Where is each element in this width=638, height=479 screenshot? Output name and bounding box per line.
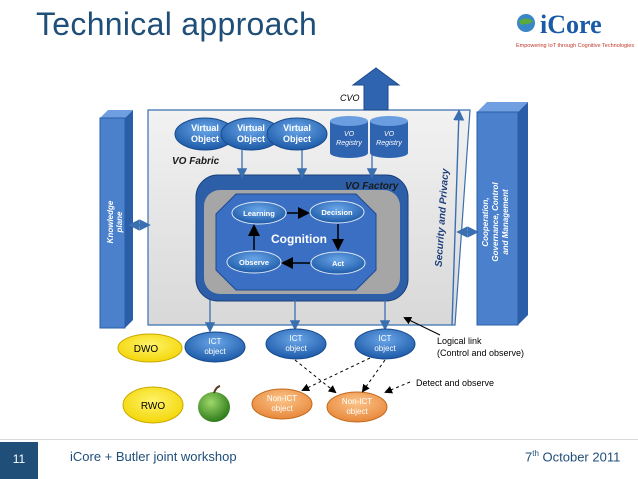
virtual-object-3 bbox=[266, 117, 328, 151]
decision-node bbox=[309, 200, 365, 224]
vo-registry-1-line1: VO bbox=[344, 131, 355, 138]
date-suffix: th bbox=[532, 449, 539, 458]
icore-logo bbox=[515, 12, 633, 52]
vo-factory-label: VO Factory bbox=[345, 181, 399, 192]
vo-registry-2 bbox=[370, 116, 408, 158]
rwo-label: RWO bbox=[141, 401, 165, 412]
slide-title: Technical approach bbox=[36, 6, 318, 42]
act-label: Act bbox=[332, 259, 345, 268]
observe-label: Observe bbox=[239, 258, 269, 267]
non-ict-object-1 bbox=[251, 388, 313, 420]
non-ict-object-1-line1: Non-ICT bbox=[267, 394, 297, 403]
cvo-label: CVO bbox=[340, 93, 360, 103]
act-node bbox=[310, 251, 366, 275]
ict-object-3-line2: object bbox=[374, 344, 396, 353]
cooperation-line1: Cooperation, bbox=[481, 197, 490, 246]
non-ict-object-2-line2: object bbox=[346, 407, 368, 416]
vo-registry-1 bbox=[330, 116, 368, 158]
virtual-object-3-line1: Virtual bbox=[283, 123, 311, 133]
logical-link-line1: Logical link bbox=[437, 336, 482, 346]
non-ict-object-2 bbox=[326, 391, 388, 423]
date-day: 7 bbox=[525, 449, 533, 465]
logo-wordmark: iCore bbox=[540, 10, 602, 40]
dwo-shape bbox=[117, 333, 183, 363]
ict-object-3 bbox=[354, 328, 416, 360]
non-ict-object-1-line2: object bbox=[271, 404, 293, 413]
cooperation-box bbox=[476, 102, 528, 326]
apple-icon bbox=[198, 385, 230, 422]
ict-object-3-line1: ICT bbox=[379, 334, 392, 343]
learning-label: Learning bbox=[243, 209, 275, 218]
ict-object-1-line2: object bbox=[204, 347, 226, 356]
cognition-label: Cognition bbox=[271, 232, 327, 246]
virtual-object-3-line2: Object bbox=[283, 134, 311, 144]
virtual-object-1-line1: Virtual bbox=[191, 123, 219, 133]
knowledge-plane-box bbox=[99, 110, 133, 329]
vo-registry-1-line2: Registry bbox=[336, 140, 362, 147]
vo-registry-2-line2: Registry bbox=[376, 140, 402, 147]
vo-registry-2-line1: VO bbox=[384, 131, 395, 138]
virtual-object-2-line2: Object bbox=[237, 134, 265, 144]
virtual-object-1-line2: Object bbox=[191, 134, 219, 144]
virtual-object-2-line1: Virtual bbox=[237, 123, 265, 133]
logical-link-line2: (Control and observe) bbox=[437, 348, 524, 358]
cooperation-line3: and Management bbox=[501, 189, 510, 255]
ict-object-2-line1: ICT bbox=[290, 334, 303, 343]
knowledge-plane-line2: plane bbox=[115, 211, 124, 233]
footer-event: iCore + Butler joint workshop bbox=[70, 449, 237, 464]
footer-date: 7th October 2011 bbox=[525, 449, 620, 464]
decision-label: Decision bbox=[321, 208, 353, 217]
ict-object-2 bbox=[265, 328, 327, 360]
logo-brand-i: i bbox=[540, 10, 548, 39]
logo-tagline: Empowering IoT through Cognitive Technol… bbox=[516, 43, 635, 49]
logo-brand-core: Core bbox=[547, 10, 602, 39]
globe-icon bbox=[517, 14, 535, 32]
ict-object-2-line2: object bbox=[285, 344, 307, 353]
date-rest: October 2011 bbox=[538, 449, 621, 465]
cvo-arrow bbox=[351, 67, 401, 111]
ict-object-1-line1: ICT bbox=[209, 337, 222, 346]
dwo-label: DWO bbox=[134, 344, 159, 355]
vo-fabric-label: VO Fabric bbox=[172, 156, 220, 167]
footer-divider bbox=[0, 439, 638, 440]
knowledge-plane-line1: Knowledge bbox=[106, 200, 115, 243]
cooperation-line2: Governance, Control bbox=[491, 182, 500, 262]
slide-number: 11 bbox=[0, 442, 38, 479]
rwo-shape bbox=[122, 386, 184, 424]
detect-observe-label: Detect and observe bbox=[416, 378, 494, 388]
ict-object-1 bbox=[184, 331, 246, 363]
non-ict-object-2-line1: Non-ICT bbox=[342, 397, 372, 406]
